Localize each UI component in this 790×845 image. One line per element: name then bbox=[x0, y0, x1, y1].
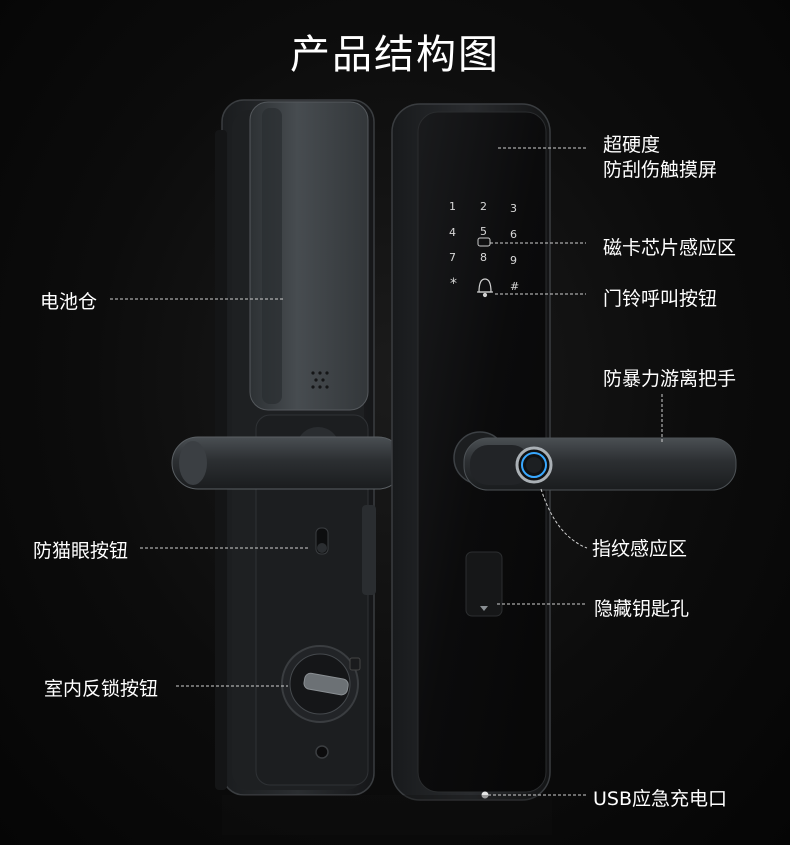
indoor-lock bbox=[171, 99, 405, 796]
key-2[interactable]: 2 bbox=[480, 200, 487, 213]
label-fingerprint: 指纹感应区 bbox=[592, 538, 688, 560]
key-8[interactable]: 8 bbox=[480, 251, 487, 264]
label-card-sensor: 磁卡芯片感应区 bbox=[603, 237, 737, 259]
label-screen-line1: 超硬度 bbox=[603, 134, 661, 156]
key-5[interactable]: 5 bbox=[480, 225, 487, 238]
label-handle: 防暴力游离把手 bbox=[603, 368, 737, 390]
label-lock-button: 室内反锁按钮 bbox=[44, 678, 159, 700]
label-peephole: 防猫眼按钮 bbox=[33, 540, 129, 562]
key-6[interactable]: 6 bbox=[510, 228, 517, 241]
key-4[interactable]: 4 bbox=[449, 226, 456, 239]
label-key-hole: 隐藏钥匙孔 bbox=[594, 598, 690, 620]
key-3[interactable]: 3 bbox=[510, 202, 517, 215]
key-star[interactable]: * bbox=[450, 276, 457, 292]
callout-lines bbox=[110, 147, 663, 796]
usb-port bbox=[481, 791, 489, 799]
key-9[interactable]: 9 bbox=[510, 254, 517, 267]
label-usb: USB应急充电口 bbox=[593, 788, 728, 810]
key-1[interactable]: 1 bbox=[449, 200, 456, 213]
label-battery: 电池仓 bbox=[40, 291, 98, 313]
key-hash[interactable]: # bbox=[510, 280, 520, 293]
speaker-holes bbox=[311, 371, 329, 389]
label-doorbell: 门铃呼叫按钮 bbox=[603, 288, 718, 310]
outdoor-lock bbox=[391, 103, 737, 801]
label-screen-line2: 防刮伤触摸屏 bbox=[603, 159, 718, 181]
doorbell-icon bbox=[477, 278, 493, 298]
key-7[interactable]: 7 bbox=[449, 251, 456, 264]
card-sensor-icon bbox=[477, 237, 491, 247]
hidden-key-cover bbox=[465, 551, 503, 617]
page-title: 产品结构图 bbox=[290, 32, 500, 78]
